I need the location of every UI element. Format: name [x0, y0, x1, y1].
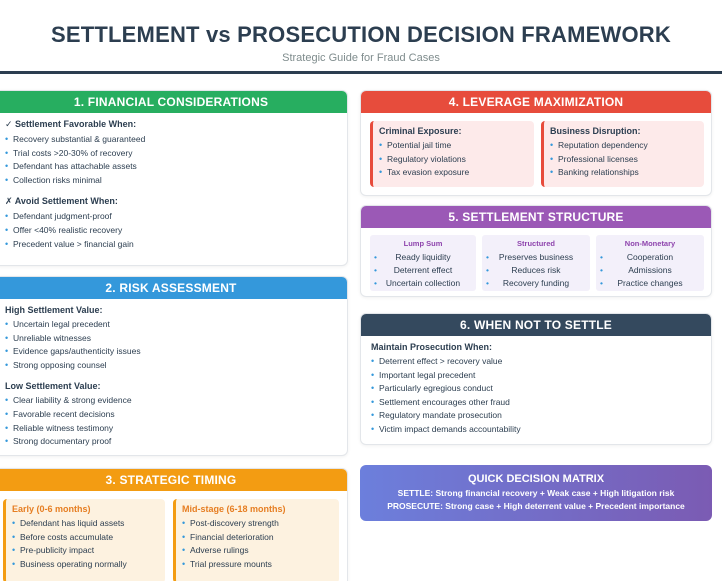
mid-stage-title: Mid-stage (6-18 months): [182, 504, 286, 514]
list-item: Potential jail time: [379, 139, 528, 153]
business-disruption-list: Reputation dependency Professional licen…: [550, 139, 698, 180]
maintain-prosecution-title: Maintain Prosecution When:: [371, 342, 493, 352]
list-item: Important legal precedent: [371, 369, 703, 383]
list-item: Uncertain collection: [374, 277, 472, 290]
not-settle-header: 6. WHEN NOT TO SETTLE: [361, 314, 711, 336]
list-item: Recovery substantial & guaranteed: [5, 133, 339, 147]
business-disruption-box: Business Disruption: Reputation dependen…: [541, 121, 704, 187]
list-item: Deterrent effect: [374, 264, 472, 277]
non-monetary-column: Non-Monetary Cooperation Admissions Prac…: [596, 235, 704, 291]
high-value-title: High Settlement Value:: [5, 305, 103, 315]
high-value-list: Uncertain legal precedent Unreliable wit…: [5, 318, 339, 372]
list-item: Regulatory mandate prosecution: [371, 409, 703, 423]
list-item: Trial costs >20-30% of recovery: [5, 147, 339, 161]
prosecute-rule: PROSECUTE: Strong case + High deterrent …: [387, 501, 685, 511]
mid-stage-list: Post-discovery strength Financial deteri…: [182, 517, 333, 571]
list-item: Practice changes: [600, 277, 700, 290]
structured-list: Preserves business Reduces risk Recovery…: [486, 251, 586, 290]
list-item: Financial deterioration: [182, 531, 333, 545]
lump-sum-title: Lump Sum: [403, 239, 443, 248]
matrix-title: QUICK DECISION MATRIX: [467, 473, 605, 485]
early-box: Early (0-6 months) Defendant has liquid …: [3, 499, 165, 581]
financial-header: 1. FINANCIAL CONSIDERATIONS: [0, 91, 347, 113]
list-item: Preserves business: [486, 251, 586, 264]
early-list: Defendant has liquid assets Before costs…: [12, 517, 159, 571]
mid-stage-box: Mid-stage (6-18 months) Post-discovery s…: [173, 499, 339, 581]
low-value-title: Low Settlement Value:: [5, 381, 101, 392]
structure-header: 5. SETTLEMENT STRUCTURE: [361, 206, 711, 228]
leverage-header: 4. LEVERAGE MAXIMIZATION: [361, 91, 711, 113]
list-item: Defendant has liquid assets: [12, 517, 159, 531]
leverage-card: 4. LEVERAGE MAXIMIZATION Criminal Exposu…: [360, 90, 712, 196]
list-item: Reduces risk: [486, 264, 586, 277]
avoid-title: ✗ Avoid Settlement When:: [5, 196, 118, 207]
list-item: Offer <40% realistic recovery: [5, 224, 339, 238]
criminal-exposure-title: Criminal Exposure:: [379, 126, 462, 136]
list-item: Defendant has attachable assets: [5, 160, 339, 174]
lump-sum-list: Ready liquidity Deterrent effect Uncerta…: [374, 251, 472, 290]
early-title: Early (0-6 months): [12, 504, 91, 514]
favorable-list: Recovery substantial & guaranteed Trial …: [5, 133, 339, 187]
list-item: Strong opposing counsel: [5, 359, 339, 373]
list-item: Settlement encourages other fraud: [371, 396, 703, 410]
list-item: Clear liability & strong evidence: [5, 394, 339, 408]
list-item: Post-discovery strength: [182, 517, 333, 531]
list-item: Admissions: [600, 264, 700, 277]
list-item: Business operating normally: [12, 558, 159, 572]
avoid-list: Defendant judgment-proof Offer <40% real…: [5, 210, 339, 251]
list-item: Cooperation: [600, 251, 700, 264]
structure-card: 5. SETTLEMENT STRUCTURE Lump Sum Ready l…: [360, 205, 712, 297]
list-item: Evidence gaps/authenticity issues: [5, 345, 339, 359]
not-settle-list: Deterrent effect > recovery value Import…: [371, 355, 703, 437]
not-settle-card: 6. WHEN NOT TO SETTLE Maintain Prosecuti…: [360, 313, 712, 445]
non-monetary-title: Non-Monetary: [624, 239, 676, 248]
list-item: Precedent value > financial gain: [5, 238, 339, 252]
list-item: Adverse rulings: [182, 544, 333, 558]
page-title: SETTLEMENT vs PROSECUTION DECISION FRAME…: [51, 22, 671, 47]
list-item: Pre-publicity impact: [12, 544, 159, 558]
non-monetary-list: Cooperation Admissions Practice changes: [600, 251, 700, 290]
list-item: Trial pressure mounts: [182, 558, 333, 572]
favorable-title: ✓ Settlement Favorable When:: [5, 119, 137, 129]
financial-card: 1. FINANCIAL CONSIDERATIONS ✓ Settlement…: [0, 90, 348, 266]
list-item: Reliable witness testimony: [5, 422, 339, 436]
structured-column: Structured Preserves business Reduces ri…: [482, 235, 590, 291]
list-item: Before costs accumulate: [12, 531, 159, 545]
list-item: Tax evasion exposure: [379, 166, 528, 180]
criminal-exposure-box: Criminal Exposure: Potential jail time R…: [370, 121, 534, 187]
low-value-list: Clear liability & strong evidence Favora…: [5, 394, 339, 448]
list-item: Favorable recent decisions: [5, 408, 339, 422]
lump-sum-column: Lump Sum Ready liquidity Deterrent effec…: [370, 235, 476, 291]
list-item: Particularly egregious conduct: [371, 382, 703, 396]
list-item: Uncertain legal precedent: [5, 318, 339, 332]
list-item: Victim impact demands accountability: [371, 423, 703, 437]
list-item: Recovery funding: [486, 277, 586, 290]
list-item: Defendant judgment-proof: [5, 210, 339, 224]
list-item: Banking relationships: [550, 166, 698, 180]
timing-card: 3. STRATEGIC TIMING Early (0-6 months) D…: [0, 468, 348, 581]
criminal-exposure-list: Potential jail time Regulatory violation…: [379, 139, 528, 180]
list-item: Deterrent effect > recovery value: [371, 355, 703, 369]
timing-header: 3. STRATEGIC TIMING: [0, 469, 347, 491]
structured-title: Structured: [517, 239, 555, 248]
list-item: Unreliable witnesses: [5, 332, 339, 346]
page-header: SETTLEMENT vs PROSECUTION DECISION FRAME…: [0, 0, 722, 74]
page-subtitle: Strategic Guide for Fraud Cases: [282, 52, 440, 64]
business-disruption-title: Business Disruption:: [550, 126, 641, 136]
list-item: Strong documentary proof: [5, 435, 339, 449]
decision-matrix: QUICK DECISION MATRIX SETTLE: Strong fin…: [360, 465, 712, 521]
list-item: Collection risks minimal: [5, 174, 339, 188]
risk-card: 2. RISK ASSESSMENT High Settlement Value…: [0, 276, 348, 456]
list-item: Regulatory violations: [379, 153, 528, 167]
list-item: Reputation dependency: [550, 139, 698, 153]
list-item: Professional licenses: [550, 153, 698, 167]
list-item: Ready liquidity: [374, 251, 472, 264]
risk-header: 2. RISK ASSESSMENT: [0, 277, 347, 299]
settle-rule: SETTLE: Strong financial recovery + Weak…: [397, 488, 675, 498]
